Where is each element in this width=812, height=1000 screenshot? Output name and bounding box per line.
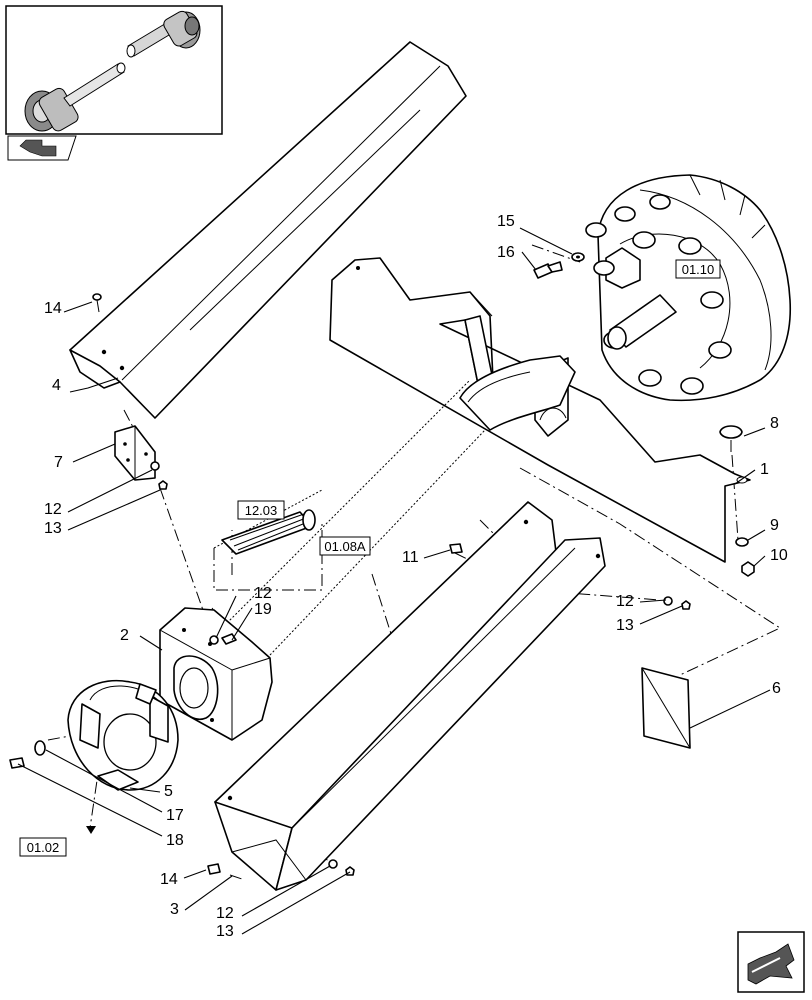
- label-14-a: 14: [44, 300, 62, 317]
- gearbox-housing: [585, 174, 792, 402]
- label-2: 2: [120, 627, 129, 644]
- label-11: 11: [402, 549, 419, 566]
- spline-shaft-reference: [213, 489, 323, 555]
- angle-bracket-7: [114, 425, 156, 481]
- drive-shaft-thumbnail[interactable]: [5, 5, 223, 135]
- label-4: 4: [52, 377, 61, 394]
- label-8: 8: [770, 415, 779, 432]
- label-13-a: 13: [44, 520, 62, 537]
- label-5: 5: [164, 783, 173, 800]
- svg-text:01.02: 01.02: [27, 840, 60, 855]
- hardware: [9, 252, 755, 876]
- label-12-d: 12: [216, 905, 234, 922]
- label-13-c: 13: [216, 923, 234, 940]
- label-12-c: 12: [616, 593, 634, 610]
- svg-text:01.08A: 01.08A: [324, 539, 366, 554]
- upper-shield-4: [69, 41, 467, 419]
- label-3: 3: [170, 901, 179, 918]
- label-12-b: 12: [254, 585, 272, 602]
- label-7: 7: [54, 454, 63, 471]
- label-1: 1: [760, 461, 769, 478]
- label-17: 17: [166, 807, 184, 824]
- label-6: 6: [772, 680, 781, 697]
- front-housing-2: [159, 607, 273, 741]
- label-18: 18: [166, 832, 184, 849]
- next-page-arrow-icon[interactable]: [737, 931, 805, 993]
- label-12-a: 12: [44, 501, 62, 518]
- ref-box-01-08a[interactable]: 01.08A: [319, 536, 371, 556]
- leader-lines: [17, 227, 771, 935]
- item-labels: 1 2 3 4 5 6 7 8 9 10 11 12 13 12 19 12 1…: [44, 213, 788, 940]
- label-16: 16: [497, 244, 515, 261]
- label-14-b: 14: [160, 871, 178, 888]
- drive-shaft-tube: [209, 355, 576, 656]
- previous-page-arrow-icon[interactable]: [7, 135, 77, 161]
- label-19: 19: [254, 601, 272, 618]
- ref-box-01-10[interactable]: 01.10: [675, 259, 721, 279]
- ref-box-12-03[interactable]: 12.03: [237, 500, 285, 520]
- svg-text:01.10: 01.10: [682, 262, 715, 277]
- ref-box-01-02[interactable]: 01.02: [19, 826, 96, 857]
- label-13-b: 13: [616, 617, 634, 634]
- svg-text:12.03: 12.03: [245, 503, 278, 518]
- shaft-cover-5: [67, 679, 179, 791]
- label-10: 10: [770, 547, 788, 564]
- label-15: 15: [497, 213, 515, 230]
- label-9: 9: [770, 517, 779, 534]
